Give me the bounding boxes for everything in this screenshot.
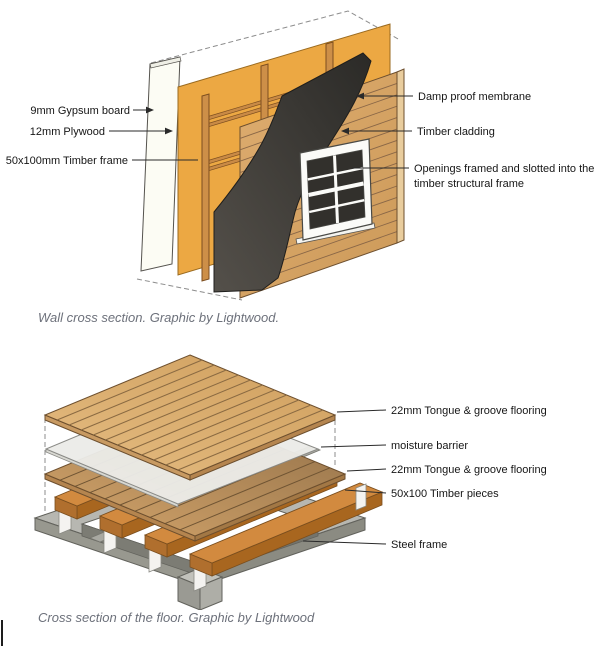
label-openings-line1: Openings framed and slotted into the	[414, 163, 594, 175]
label-plywood: 12mm Plywood	[30, 126, 105, 138]
wall-left-annotations: 9mm Gypsum board 12mm Plywood 50x100mm T…	[6, 105, 198, 167]
flooring-top-layer	[43, 354, 337, 481]
floor-annotations: 22mm Tongue & groove flooring moisture b…	[302, 405, 547, 551]
flooring-top-plank-lines	[56, 359, 324, 471]
floor-figure-caption: Cross section of the floor. Graphic by L…	[38, 610, 315, 625]
damp-proof-membrane-sheet	[213, 52, 372, 293]
window	[295, 138, 376, 245]
explode-guide-dashed-lines	[44, 418, 336, 520]
label-flooring-top: 22mm Tongue & groove flooring	[391, 405, 547, 417]
label-flooring-mid: 22mm Tongue & groove flooring	[391, 464, 547, 476]
label-timber-pieces: 50x100 Timber pieces	[391, 488, 499, 500]
wall-figure-caption: Wall cross section. Graphic by Lightwood…	[38, 310, 280, 325]
label-openings-line2: timber structural frame	[414, 178, 524, 190]
label-gypsum-board: 9mm Gypsum board	[30, 105, 130, 117]
gypsum-board-panel	[140, 56, 182, 272]
label-timber-frame: 50x100mm Timber frame	[6, 155, 128, 167]
label-moisture-barrier: moisture barrier	[391, 440, 468, 452]
wall-right-annotations: Damp proof membrane Timber cladding Open…	[341, 91, 594, 190]
label-steel-frame: Steel frame	[391, 539, 447, 551]
floor-cross-section-diagram: 22mm Tongue & groove flooring moisture b…	[33, 354, 547, 610]
label-timber-cladding: Timber cladding	[417, 126, 495, 138]
text-cursor-bar	[1, 620, 3, 646]
wall-cross-section-diagram: 9mm Gypsum board 12mm Plywood 50x100mm T…	[6, 10, 594, 301]
label-damp-proof-membrane: Damp proof membrane	[418, 91, 531, 103]
